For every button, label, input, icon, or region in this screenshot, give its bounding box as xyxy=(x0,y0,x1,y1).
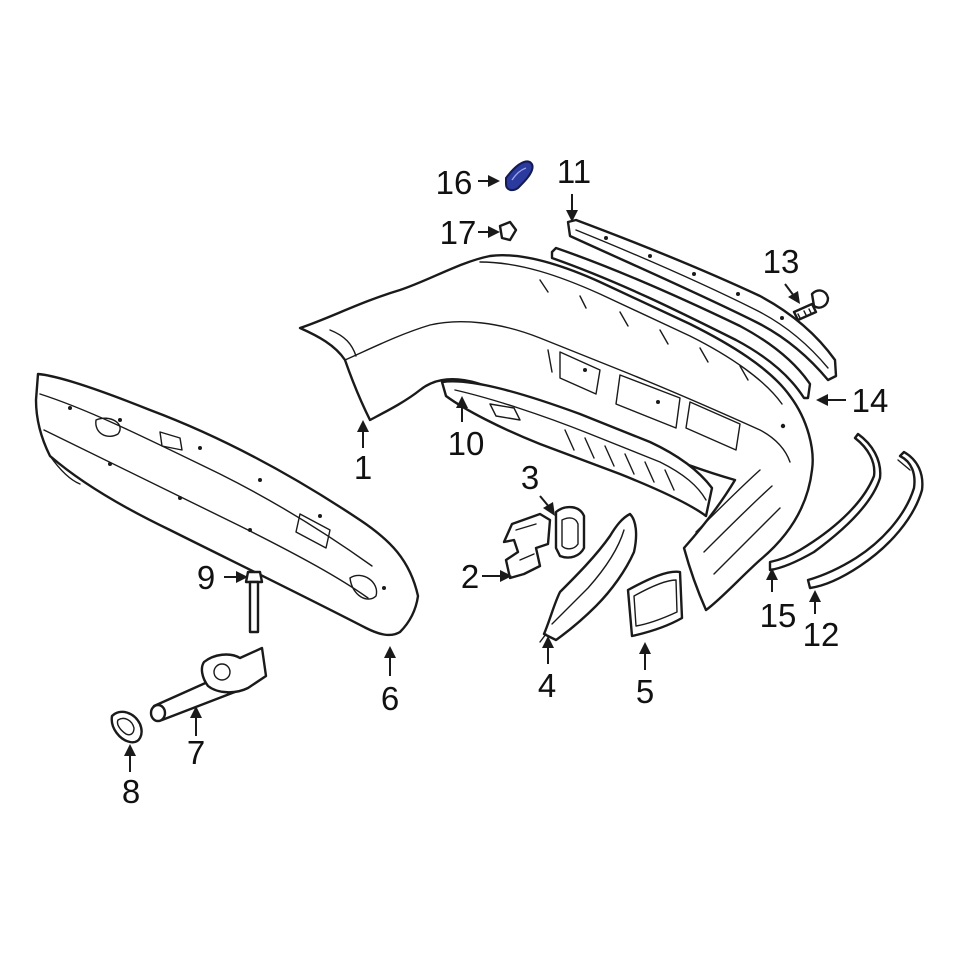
part-11-upper-strip[interactable] xyxy=(566,218,838,382)
part-5-cover-plate[interactable] xyxy=(626,570,684,638)
leader-lines xyxy=(124,175,846,772)
callout-4: 4 xyxy=(538,667,556,704)
callout-6: 6 xyxy=(381,680,399,717)
part-12-side-strip[interactable] xyxy=(806,450,924,590)
part-16-clip-highlighted[interactable] xyxy=(505,160,534,192)
callout-17: 17 xyxy=(440,214,477,251)
part-13-bolt[interactable] xyxy=(792,289,830,322)
part-4-side-bracket[interactable] xyxy=(539,512,638,643)
callout-14: 14 xyxy=(852,382,889,419)
callout-3: 3 xyxy=(521,459,539,496)
callout-12: 12 xyxy=(803,616,840,653)
part-3-pad[interactable] xyxy=(554,505,586,559)
callout-16: 16 xyxy=(436,164,473,201)
part-17-clip[interactable] xyxy=(498,220,518,242)
callout-2: 2 xyxy=(461,558,479,595)
part-15-side-moulding[interactable] xyxy=(768,432,882,572)
part-2-bracket[interactable] xyxy=(502,512,552,580)
part-8-ring[interactable] xyxy=(110,710,143,744)
callout-9: 9 xyxy=(197,559,215,596)
callout-labels: 1 2 3 4 5 6 7 8 9 10 11 12 13 14 15 16 1… xyxy=(122,153,889,810)
callout-8: 8 xyxy=(122,773,140,810)
callout-10: 10 xyxy=(448,425,485,462)
part-10-valance[interactable] xyxy=(440,380,714,518)
callout-1: 1 xyxy=(354,449,372,486)
part-6-reinforcement[interactable] xyxy=(34,372,420,637)
callout-11: 11 xyxy=(557,153,591,190)
callout-5: 5 xyxy=(636,673,654,710)
callout-13: 13 xyxy=(763,243,800,280)
part-14-lower-strip[interactable] xyxy=(550,246,812,400)
part-7-tow-eye[interactable] xyxy=(149,646,268,723)
part-1-bumper-cover[interactable] xyxy=(298,254,814,612)
callout-7: 7 xyxy=(187,734,205,771)
part-9-bolt[interactable] xyxy=(244,570,264,634)
callout-15: 15 xyxy=(760,597,797,634)
